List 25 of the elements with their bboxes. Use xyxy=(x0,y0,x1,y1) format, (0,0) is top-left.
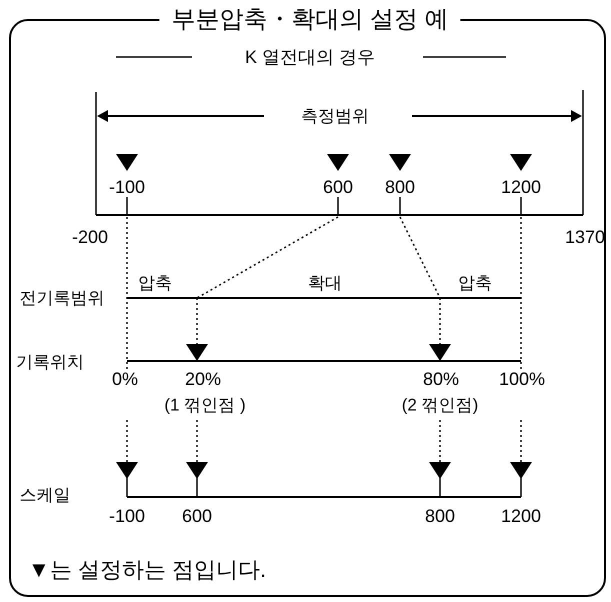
tick-label: 1200 xyxy=(500,507,542,525)
point-label: (1 꺾인점 ) xyxy=(164,396,246,414)
tick-label: 1200 xyxy=(500,178,542,196)
tick-label: 600 xyxy=(182,507,212,525)
note-text: ▼는 설정하는 점입니다. xyxy=(28,559,266,581)
tick-label: 80% xyxy=(422,370,460,388)
row-label: 전기록범위 xyxy=(20,290,104,306)
row-label: 기록위치 xyxy=(16,354,84,370)
tick-label: -200 xyxy=(72,228,108,246)
tick-label: 20% xyxy=(184,370,222,388)
segment-label: 확대 xyxy=(308,274,342,292)
subtitle: K 열전대의 경우 xyxy=(245,48,375,66)
segment-label: 압축 xyxy=(458,274,492,292)
tick-label: 1370 xyxy=(564,228,606,246)
row-label: 스케일 xyxy=(20,486,70,504)
tick-label: 800 xyxy=(424,507,456,525)
tick-label: 600 xyxy=(322,178,354,196)
diagram-title: 부분압축・확대의 설정 예 xyxy=(159,8,461,32)
tick-label: -100 xyxy=(108,178,146,196)
segment-label: 압축 xyxy=(138,274,172,292)
tick-label: 100% xyxy=(498,370,546,388)
tick-label: -100 xyxy=(108,507,146,525)
tick-label: 800 xyxy=(384,178,416,196)
point-label: (2 꺾인점) xyxy=(402,396,478,414)
tick-label: 0% xyxy=(112,370,138,388)
